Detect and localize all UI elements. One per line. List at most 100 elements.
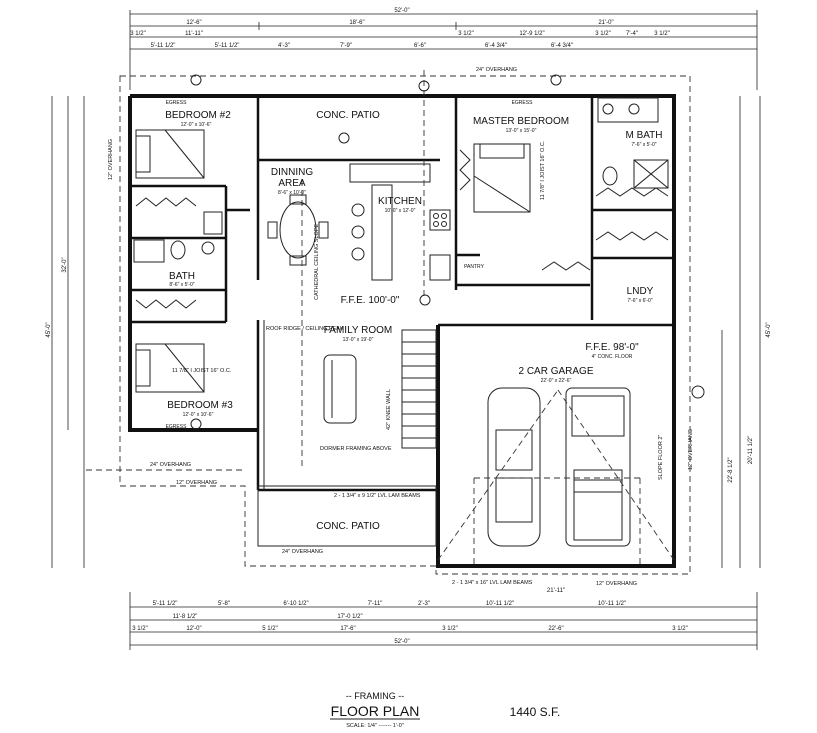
patio-bottom-slab — [257, 485, 437, 547]
dim-bottom-total: 52'-0" — [394, 639, 409, 645]
room-size-bath: 8'-6" x 5'-0" — [169, 282, 194, 288]
labels-mbath: M BATH 7'-6" x 5'-0" — [625, 130, 662, 148]
room-label-patio-bottom: CONC. PATIO — [316, 521, 380, 532]
labels-kitchen: KITCHEN 10'-0" x 12'-0" — [378, 196, 422, 214]
dim-bot1-0: 5'-11 1/2" — [153, 601, 178, 607]
note-overhang-12-mid: 12" OVERHANG — [176, 480, 217, 486]
dim-bot3-3: 17'-6" — [340, 626, 355, 632]
dim-bot1-7: 10'-11 1/2" — [598, 601, 626, 607]
room-label-dining-2: AREA — [278, 178, 306, 189]
labels-bath: BATH 8'-6" x 5'-0" — [169, 271, 195, 288]
note-lam-beams-1: 2 - 1 3/4" x 9 1/2" LVL LAM BEAMS — [334, 493, 421, 499]
top-dimensions: 52'-0" 12'-6" 18'-6" 21'-0" 3 1/2" 11'-1… — [129, 8, 758, 90]
room-size-bedroom2: 12'-0" x 10'-6" — [181, 122, 212, 128]
room-size-bedroom3: 12'-0" x 10'-6" — [183, 412, 214, 418]
dim-right-mid2: 22'-8 1/2" — [728, 457, 734, 482]
ffe-garage-label: F.F.E. 98'-0" — [585, 342, 639, 353]
left-dimensions: 45'-0" 32'-0" — [46, 96, 85, 568]
note-overhang-left: 24" OVERHANG — [150, 462, 191, 468]
dim-right-total: 45'-0" — [766, 322, 772, 337]
labels-dining: DINNING AREA 8'-6" x 10'-0" — [271, 167, 313, 196]
dim-bot3-5: 22'-6" — [548, 626, 563, 632]
dim-bot1-2: 6'-10 1/2" — [283, 601, 308, 607]
room-label-kitchen: KITCHEN — [378, 196, 422, 207]
dim-top3-3: 12'-9 1/2" — [519, 31, 544, 37]
room-size-lndy: 7'-6" x 6'-0" — [627, 298, 652, 304]
dim-bot1-3: 7'-11" — [368, 601, 383, 607]
right-dimensions: 45'-0" 20'-11 1/2" 22'-8 1/2" — [721, 96, 772, 568]
dim-left-mid: 32'-0" — [62, 257, 68, 272]
dim-left-total: 45'-0" — [46, 322, 52, 337]
dim-top-c: 21'-0" — [598, 20, 613, 26]
grid-bubbles — [190, 74, 705, 430]
dim-top3-0: 3 1/2" — [130, 31, 145, 37]
title-block: -- FRAMING -- FLOOR PLAN SCALE: 1/4" ---… — [330, 691, 560, 729]
title-area: 1440 S.F. — [510, 705, 561, 719]
note-knee-wall: 42" KNEE WALL — [386, 389, 392, 430]
room-size-family: 13'-0" x 19'-0" — [343, 337, 374, 343]
dim-bot1-6: 21'-11" — [547, 588, 565, 594]
note-dormer: DORMER FRAMING ABOVE — [320, 446, 392, 452]
egress-label-bedroom2: EGRESS — [166, 100, 188, 106]
garage-truck — [565, 387, 631, 547]
note-roof-ridge: ROOF RIDGE / CEILING PEAK — [266, 326, 344, 332]
plan-notes: 24" OVERHANG 24" OVERHANG 24" OVERHANG 1… — [108, 67, 694, 587]
dim-top-a: 12'-6" — [186, 20, 201, 26]
interior-walls — [130, 96, 674, 492]
dim-top4-3: 7'-9" — [340, 43, 352, 49]
dim-top4-2: 4'-3" — [278, 43, 290, 49]
dim-right-mid: 20'-11 1/2" — [748, 436, 754, 464]
title-sub: -- FRAMING -- — [346, 691, 405, 701]
bed-bedroom2 — [135, 129, 205, 179]
note-overhang-12-left: 12" OVERHANG — [108, 139, 114, 180]
ffe-main-label: F.F.E. 100'-0" — [341, 295, 400, 306]
dim-bot1-4: 2'-3" — [418, 601, 430, 607]
dim-top4-6: 6'-4 3/4" — [551, 43, 573, 49]
note-overhang-12-right: 12" OVERHANG — [688, 429, 694, 470]
dim-top4-4: 6'-6" — [414, 43, 426, 49]
egress-label-master: EGRESS — [512, 100, 534, 106]
title-scale: SCALE: 1/4" ------- 1'-0" — [346, 723, 404, 729]
dim-bot3-1: 12'-0" — [186, 626, 201, 632]
dim-bot2-1: 17'-0 1/2" — [337, 614, 362, 620]
room-label-pantry: PANTRY — [464, 264, 484, 270]
dim-top3-5: 7'-4" — [626, 31, 638, 37]
stairs — [401, 329, 437, 449]
dim-top-total: 52'-0" — [394, 8, 409, 14]
room-size-master: 13'-0" x 15'-0" — [506, 128, 537, 134]
room-label-dining: DINNING — [271, 167, 313, 178]
note-joist-master: 11 7/8" I JOIST 16" O.C. — [540, 140, 546, 200]
egress-label-bedroom3: EGRESS — [166, 424, 188, 430]
dim-top3-4: 3 1/2" — [595, 31, 610, 37]
labels-garage: 2 CAR GARAGE 22'-0" x 22'-6" — [518, 366, 593, 384]
room-label-master: MASTER BEDROOM — [473, 116, 569, 127]
bed-master — [473, 143, 531, 213]
room-label-bedroom2: BEDROOM #2 — [165, 110, 231, 121]
note-overhang-bottom: 24" OVERHANG — [282, 549, 323, 555]
room-label-patio-top: CONC. PATIO — [316, 110, 380, 121]
room-label-mbath: M BATH — [625, 130, 662, 141]
room-label-family: FAMILY ROOM — [324, 325, 393, 336]
dim-top3-2: 3 1/2" — [458, 31, 473, 37]
dim-top3-1: 11'-11" — [185, 31, 203, 37]
note-slope-floor: SLOPE FLOOR 2" — [658, 435, 664, 480]
kitchen-fixtures — [349, 163, 451, 281]
bottom-dimensions: 5'-11 1/2" 5'-8" 6'-10 1/2" 7'-11" 2'-3"… — [129, 588, 758, 650]
labels-family: FAMILY ROOM 13'-0" x 19'-0" — [324, 325, 393, 343]
note-lam-beams-2: 2 - 1 3/4" x 16" LVL LAM BEAMS — [452, 580, 533, 586]
dim-bot2-0: 11'-8 1/2" — [173, 614, 198, 620]
room-size-dining: 8'-6" x 10'-0" — [278, 190, 306, 196]
title-main: FLOOR PLAN — [331, 703, 420, 719]
dim-top4-5: 6'-4 3/4" — [485, 43, 507, 49]
bed-bedroom3 — [135, 343, 205, 393]
labels-bedroom3: BEDROOM #3 12'-0" x 10'-6" EGRESS — [166, 400, 234, 430]
dim-bot1-5: 10'-11 1/2" — [486, 601, 514, 607]
dim-bot3-2: 5 1/2" — [262, 626, 277, 632]
dim-bot3-0: 3 1/2" — [132, 626, 147, 632]
note-cathedral: CATHEDRAL CEILING SLOPE — [314, 224, 320, 300]
garage-car — [487, 387, 541, 547]
dim-top4-0: 5'-11 1/2" — [151, 43, 176, 49]
bath-fixtures — [133, 97, 669, 263]
exterior-walls — [128, 94, 676, 568]
dim-top3-6: 3 1/2" — [654, 31, 669, 37]
